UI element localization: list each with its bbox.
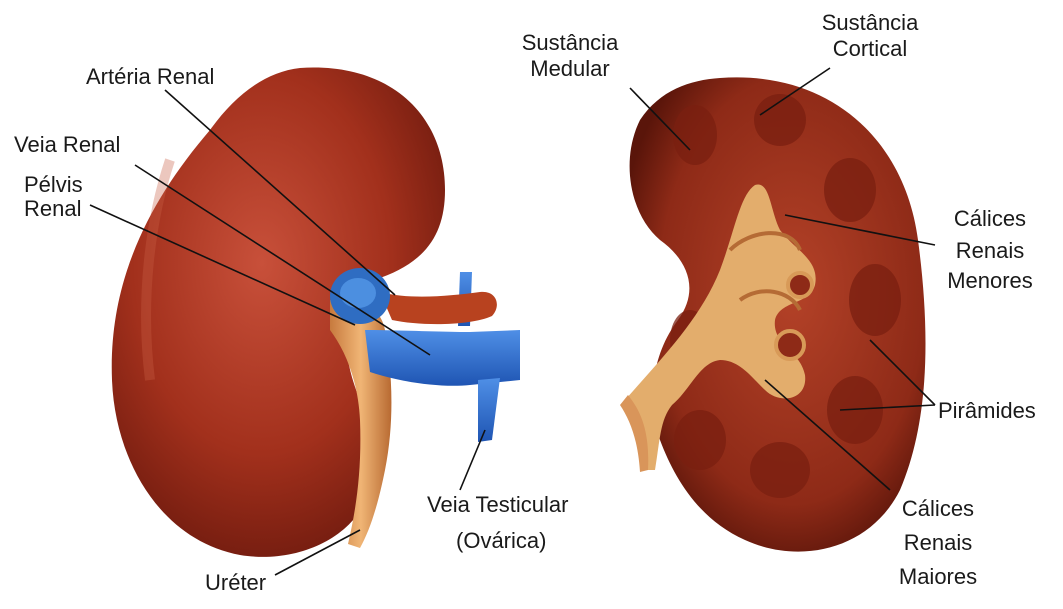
label-calices-menores-line2: Renais (930, 238, 1050, 264)
label-arteria-renal: Artéria Renal (86, 64, 214, 90)
label-medular-line1: Sustância (510, 30, 630, 56)
label-calices-menores-line3: Menores (930, 268, 1050, 294)
label-cortical-line2: Cortical (810, 36, 930, 62)
label-calices-maiores-line1: Cálices (878, 496, 998, 522)
label-piramides: Pirâmides (938, 398, 1036, 424)
label-veia-testicular-line1: Veia Testicular (427, 492, 568, 518)
external-kidney (112, 68, 520, 557)
label-calices-maiores-line3: Maiores (878, 564, 998, 590)
label-calices-menores-line1: Cálices (930, 206, 1050, 232)
line-veia-testicular (460, 430, 485, 490)
label-pelvis-line1: Pélvis (24, 172, 83, 198)
label-veia-testicular-line2: (Ovárica) (456, 528, 546, 554)
label-pelvis-line2: Renal (24, 196, 81, 222)
renal-artery-shape (380, 292, 497, 324)
label-cortical-line1: Sustância (810, 10, 930, 36)
label-medular-line2: Medular (510, 56, 630, 82)
testicular-vein-shape (478, 378, 500, 442)
label-veia-renal: Veia Renal (14, 132, 120, 158)
label-calices-maiores-line2: Renais (878, 530, 998, 556)
label-ureter: Uréter (205, 570, 266, 596)
